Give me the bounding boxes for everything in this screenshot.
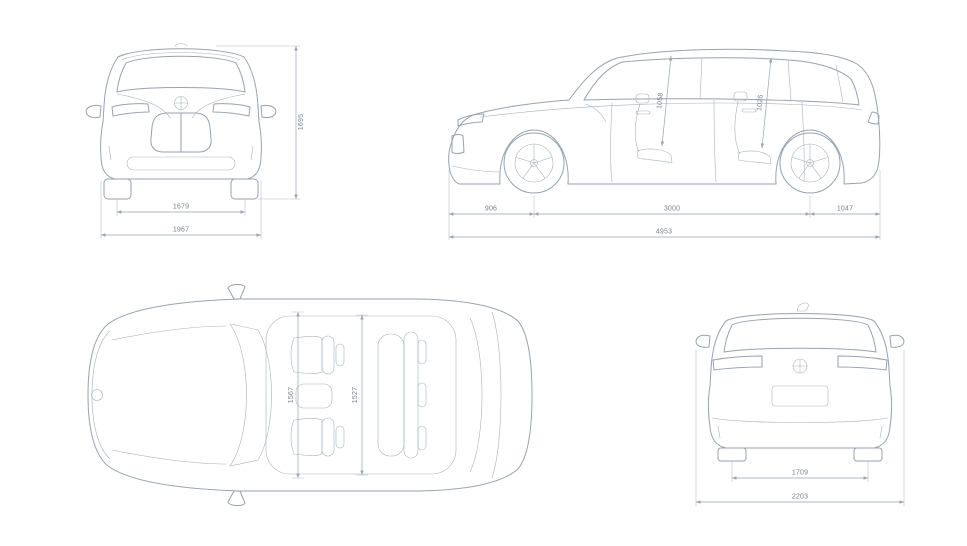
top-car-body <box>87 284 533 506</box>
top-view-drawing: 1567 1527 <box>87 284 533 506</box>
dim-top-rear-width-label: 1527 <box>352 387 359 403</box>
door-handle-front <box>635 110 651 115</box>
rear-window <box>723 317 877 353</box>
dim-wheelbase-label: 3000 <box>664 206 680 213</box>
side-glasshouse <box>583 57 860 106</box>
mirror-left <box>85 104 102 119</box>
dimension-top-rear-width: 1527 <box>352 314 368 476</box>
dim-rear-headroom-label: 1026 <box>756 94 765 111</box>
dim-rear-width-label: 2203 <box>792 494 808 501</box>
hatch-line <box>491 311 502 479</box>
windshield-base-line <box>229 323 247 467</box>
dim-front-width-label: 1967 <box>173 227 189 234</box>
headlight-right <box>212 103 251 117</box>
mirror-top <box>227 284 246 300</box>
kidney-grille-right <box>180 112 212 153</box>
front-lower-intake <box>126 156 236 171</box>
dimension-front-height: 1695 <box>216 45 305 200</box>
side-view-drawing: 1058 1026 906 3000 1047 4953 <box>448 48 881 240</box>
dim-rear-overhang-label: 1047 <box>837 206 853 213</box>
rear-window-line <box>469 317 483 473</box>
kidney-grille-left <box>150 112 182 153</box>
dim-front-track-label: 1679 <box>173 204 189 211</box>
dim-rear-track-label: 1709 <box>792 470 808 477</box>
front-view-drawing: 1695 1679 1967 <box>85 43 305 239</box>
front-windshield <box>116 55 246 93</box>
bmw-roundel-front <box>174 96 188 110</box>
dim-overall-length-label: 4953 <box>656 229 672 236</box>
top-seats <box>290 331 427 459</box>
rear-wheel-left <box>717 447 747 462</box>
rear-mirror-left <box>695 334 711 348</box>
interior-seats <box>585 91 772 165</box>
mirror-bottom <box>227 490 246 506</box>
roof-antenna-fin <box>796 302 809 312</box>
mirror-right <box>260 104 277 119</box>
dim-top-front-width-label: 1567 <box>288 387 295 403</box>
license-plate <box>771 385 829 407</box>
dimension-rear-track: 1709 <box>731 461 869 482</box>
dimension-front-track: 1679 <box>116 199 246 216</box>
bmw-roundel-rear <box>792 358 808 374</box>
front-wheel-left <box>103 178 132 200</box>
side-car-body <box>448 48 881 194</box>
dim-front-headroom-label: 1058 <box>656 92 665 109</box>
rear-view-drawing: 1709 2203 <box>695 302 905 506</box>
front-wheel-right <box>230 178 259 200</box>
front-car-body <box>85 43 277 200</box>
taillight-left <box>712 355 763 371</box>
side-grille <box>451 134 465 154</box>
side-rear-wheel <box>779 132 841 194</box>
rear-mirror-right <box>889 334 905 348</box>
rear-car-body <box>695 302 905 462</box>
dim-front-overhang-label: 906 <box>485 206 497 213</box>
dimension-top-front-width: 1567 <box>288 311 304 479</box>
dimension-front-width: 1967 <box>100 181 262 239</box>
dim-front-height-label: 1695 <box>298 114 305 130</box>
dimension-side-lengths: 906 3000 1047 4953 <box>448 170 881 240</box>
dimension-rear-headroom: 1026 <box>756 57 773 149</box>
dimension-front-headroom: 1058 <box>656 55 673 147</box>
door-handle-rear <box>741 108 757 113</box>
side-headlight <box>457 113 485 127</box>
bmw-roundel-top <box>91 389 103 401</box>
rear-wheel-right <box>853 447 883 462</box>
side-front-wheel <box>503 132 565 194</box>
roof-front-edge <box>257 329 272 461</box>
headlight-left <box>111 103 150 117</box>
taillight-right <box>837 355 888 371</box>
side-taillight <box>867 111 880 125</box>
dimension-rear-width: 2203 <box>695 350 905 506</box>
